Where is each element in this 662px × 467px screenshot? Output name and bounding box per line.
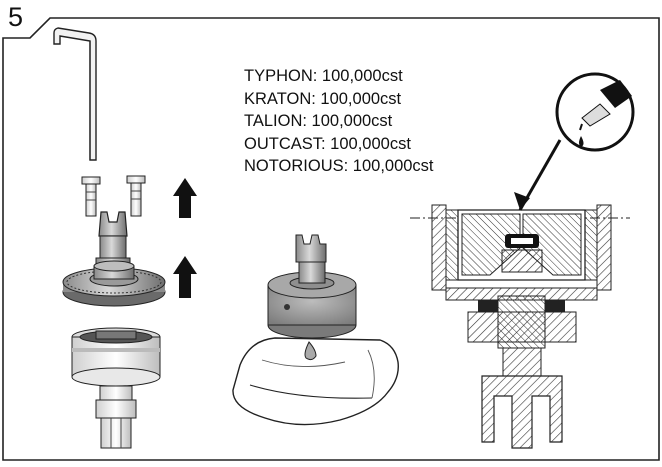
oil-spec-item: NOTORIOUS: 100,000cst — [244, 157, 434, 175]
oil-spec-list: TYPHON: 100,000cst KRATON: 100,000cst TA… — [244, 65, 434, 178]
outdrive-shaft — [95, 399, 137, 449]
screw-icon — [126, 175, 146, 217]
cross-section-diagram — [410, 204, 630, 449]
outdrive-cup — [95, 211, 131, 267]
arrow-up-icon — [173, 256, 197, 298]
oil-spec-item: OUTCAST: 100,000cst — [244, 134, 411, 153]
spur-gear — [62, 260, 166, 307]
arrow-up-icon — [173, 178, 197, 218]
oil-spec-item: KRATON: 100,000cst — [244, 89, 402, 108]
cloth-rag — [232, 337, 399, 426]
diff-drum-assembled — [267, 234, 357, 339]
oil-bottle-icon — [514, 72, 635, 211]
diff-case — [71, 327, 161, 401]
oil-drop — [304, 341, 317, 361]
oil-spec-item: TALION: 100,000cst — [244, 112, 393, 130]
oil-spec-item: TYPHON: 100,000cst — [244, 67, 403, 85]
panel-frame — [2, 17, 660, 461]
allen-key-icon — [53, 27, 97, 161]
screw-icon — [81, 176, 101, 217]
step-number: 5 — [8, 2, 24, 32]
